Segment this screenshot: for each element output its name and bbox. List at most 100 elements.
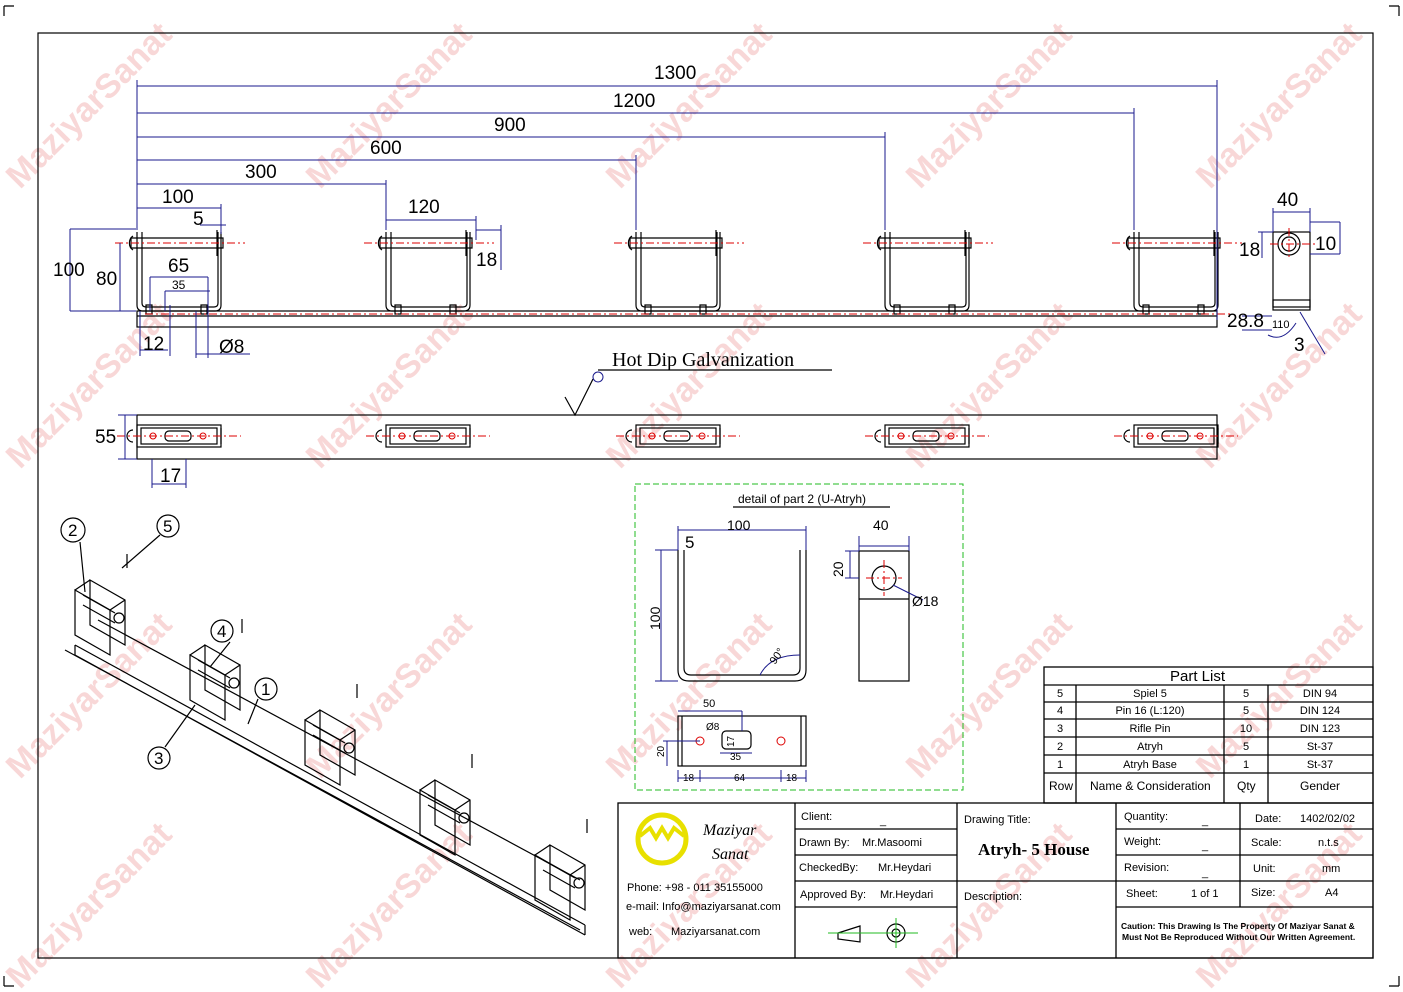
part-list-cell-name: Spiel 5: [1133, 688, 1167, 700]
balloon-1: 1: [261, 680, 270, 699]
rifle-pin: [644, 304, 652, 315]
dim-900: 900: [494, 115, 526, 136]
iso-pin: [312, 724, 346, 754]
u-bracket: [136, 232, 222, 312]
part-list-cell-name: Rifle Pin: [1130, 723, 1171, 735]
detail-dim-100-height: 100: [647, 606, 663, 630]
u-bracket: [385, 232, 471, 312]
weight-value: _: [1201, 840, 1209, 852]
company-logo: [635, 812, 689, 866]
watermark-text: MaziyarSanat: [899, 605, 1080, 786]
company-name-1: Maziyar: [702, 822, 757, 839]
drawing-title-label: Drawing Title:: [964, 814, 1031, 826]
rifle-pin: [200, 304, 208, 315]
weight-label: Weight:: [1124, 836, 1161, 848]
iso-pin: [197, 659, 231, 689]
drawing-frame: [37, 32, 1374, 959]
iso-pin: [427, 794, 461, 824]
pin: [379, 237, 473, 249]
detail-dim-64: 64: [734, 773, 746, 784]
u-bracket: [635, 232, 721, 312]
dim-120: 120: [408, 197, 440, 218]
quantity-label: Quantity:: [1124, 811, 1168, 823]
pin-head: [128, 235, 134, 251]
side-angle-110: 110: [1272, 319, 1290, 331]
watermark-text: MaziyarSanat: [0, 295, 179, 476]
checked-label: CheckedBy:: [799, 862, 858, 874]
iso-pin-end: [458, 812, 470, 824]
projection-symbol: [828, 918, 918, 948]
detail-dim-100-width: 100: [727, 517, 751, 533]
iso-pin-end: [343, 742, 355, 754]
detail-dim-18a: 18: [683, 773, 695, 784]
detail-title: detail of part 2 (U-Atryh): [738, 492, 866, 506]
description-label: Description:: [964, 891, 1022, 903]
detail-dim-18b: 18: [786, 773, 798, 784]
title-block: Maziyar Sanat Phone: +98 - 011 35155000 …: [617, 802, 1374, 959]
iso-pin-end: [113, 612, 125, 624]
dim-5: 5: [193, 209, 204, 230]
caution-line-1: Caution: This Drawing Is The Property Of…: [1121, 921, 1355, 931]
part-list-cell-row: 1: [1057, 759, 1063, 771]
unit-value: mm: [1322, 863, 1340, 875]
rifle-pin: [394, 304, 402, 315]
pin: [1127, 237, 1221, 249]
rifle-pin: [893, 304, 901, 315]
size-label: Size:: [1251, 887, 1275, 899]
unit-label: Unit:: [1253, 863, 1276, 875]
part-list-cell-row: 4: [1057, 705, 1063, 717]
caution-line-2: Must Not Be Reproduced Without Our Writt…: [1122, 932, 1355, 942]
part-list-cell-name: Pin 16 (L:120): [1115, 705, 1184, 717]
front-view: [115, 230, 1242, 328]
pin: [629, 237, 723, 249]
detail-dim-17: 17: [726, 735, 737, 747]
part-list-cell-qty: 5: [1243, 688, 1249, 700]
pin-head: [1125, 235, 1131, 251]
part-list-cell-qty: 5: [1243, 705, 1249, 717]
scale-value: n.t.s: [1318, 837, 1339, 849]
scale-label: Scale:: [1251, 837, 1282, 849]
dim-300: 300: [245, 162, 277, 183]
part-list-cell-qty: 10: [1240, 723, 1252, 735]
corner-marks: [3, 5, 1400, 987]
iso-pin-end: [573, 877, 585, 889]
web-label: web:: [628, 926, 652, 938]
pin-head: [876, 235, 882, 251]
drawing-title: Atryh- 5 House: [978, 840, 1090, 859]
part-list-title: Part List: [1170, 668, 1226, 685]
watermark-text: MaziyarSanat: [899, 15, 1080, 196]
side-dim-3: 3: [1294, 335, 1305, 356]
rifle-pin: [699, 304, 707, 315]
dim-35: 35: [172, 278, 186, 292]
approved-value: Mr.Heydari: [880, 889, 933, 901]
part-list-cell-gender: DIN 94: [1303, 688, 1337, 700]
approved-label: Approved By:: [800, 889, 866, 901]
u-bracket: [884, 232, 970, 312]
side-view: 40 18 10 28.8 110 3: [1227, 190, 1341, 356]
drawn-value: Mr.Masoomi: [862, 837, 922, 849]
part-list-cell-row: 3: [1057, 723, 1063, 735]
pin: [878, 237, 972, 249]
phone: Phone: +98 - 011 35155000: [627, 882, 763, 894]
dim-height-100: 100: [53, 260, 85, 281]
watermark-text: MaziyarSanat: [299, 15, 480, 196]
pin-head: [377, 235, 383, 251]
revision-label: Revision:: [1124, 862, 1169, 874]
size-value: A4: [1325, 887, 1338, 899]
balloon-3: 3: [154, 749, 163, 768]
date-label: Date:: [1255, 813, 1281, 825]
iso-pin: [542, 859, 576, 889]
part-list-cell-gender: DIN 124: [1300, 705, 1340, 717]
part-list-cell-row: 2: [1057, 741, 1063, 753]
detail-dim-5: 5: [685, 533, 694, 552]
watermark-text: MaziyarSanat: [0, 605, 179, 786]
checked-value: Mr.Heydari: [878, 862, 931, 874]
side-dim-40: 40: [1277, 190, 1298, 211]
detail-dia-18: Ø18: [912, 593, 939, 609]
part-list-cell-gender: St-37: [1307, 741, 1333, 753]
watermark-text: MaziyarSanat: [299, 295, 480, 476]
detail-dim-40: 40: [873, 517, 889, 533]
part-list-cell-gender: St-37: [1307, 759, 1333, 771]
surface-finish-symbol: Hot Dip Galvanization: [564, 349, 832, 417]
email: e-mail: Info@maziyarsanat.com: [626, 901, 781, 913]
